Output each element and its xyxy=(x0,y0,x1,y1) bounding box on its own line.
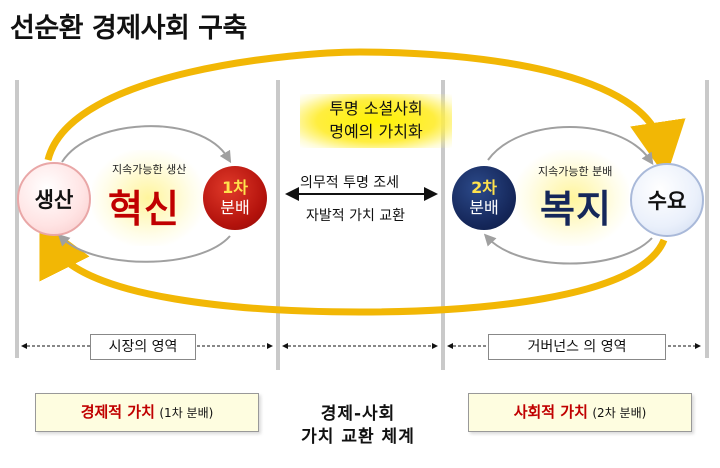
mandatory-tax-label: 의무적 투명 조세 xyxy=(300,175,400,191)
first-distribution-line-2: 분배 xyxy=(220,198,250,217)
second-distribution-line-2: 분배 xyxy=(469,198,499,217)
economic-value-title: 경제적 가치 xyxy=(80,403,155,421)
divider-center-right xyxy=(441,80,445,370)
first-distribution-line-1: 1차 xyxy=(222,178,248,197)
exchange-system-line-2: 가치 교환 체계 xyxy=(301,427,415,447)
divider-left xyxy=(15,80,19,358)
second-distribution-node: 2차 분배 xyxy=(452,166,516,230)
voluntary-exchange-label: 자발적 가치 교환 xyxy=(306,208,406,224)
welfare-label: 복지 xyxy=(540,187,612,231)
social-value-box: 사회적 가치 (2차 분배) xyxy=(468,393,692,432)
page-title: 선순환 경제사회 구축 xyxy=(10,13,247,44)
social-value-note: (2차 분배) xyxy=(592,406,647,420)
second-distribution-line-1: 2차 xyxy=(471,178,497,197)
divider-right xyxy=(705,80,709,358)
innovation-label: 혁신 xyxy=(108,187,180,231)
gray-loop-left-top xyxy=(61,125,232,164)
production-label: 생산 xyxy=(34,188,74,212)
gray-loop-left-bottom xyxy=(57,233,231,263)
sustainable-production-caption: 지속가능한 생산 xyxy=(112,163,187,176)
production-node: 생산 xyxy=(17,162,91,236)
exchange-system-title: 경제-사회 가치 교환 체계 xyxy=(278,403,438,449)
governance-region-suffix: 의 영역 xyxy=(578,339,627,355)
gold-arc-bottom xyxy=(39,218,668,316)
highlight-line-1: 투명 소셜사회 xyxy=(329,99,423,118)
welfare-glow xyxy=(515,150,629,246)
innovation-glow xyxy=(92,150,204,246)
sustainable-distribution-caption: 지속가능한 분배 xyxy=(538,165,613,178)
gold-arc-top xyxy=(44,48,686,178)
governance-region-label: 거버넌스 의 영역 xyxy=(488,334,666,360)
gray-loop-right-bottom xyxy=(483,233,653,265)
market-region-label: 시장의 영역 xyxy=(90,334,196,360)
highlight-line-2: 명예의 가치화 xyxy=(329,122,423,141)
market-region-prefix: 시장 xyxy=(108,339,135,355)
divider-center-left xyxy=(276,80,280,370)
first-distribution-node: 1차 분배 xyxy=(203,166,267,230)
demand-label: 수요 xyxy=(647,189,687,213)
exchange-system-line-1: 경제-사회 xyxy=(320,404,396,424)
highlight-text: 투명 소셜사회 명예의 가치화 xyxy=(300,97,452,143)
economic-value-note: (1차 분배) xyxy=(159,406,214,420)
economic-value-box: 경제적 가치 (1차 분배) xyxy=(35,393,259,432)
gray-loop-right-top xyxy=(487,126,654,165)
highlight-background xyxy=(300,94,452,148)
governance-region-prefix: 거버넌스 xyxy=(527,339,579,355)
market-region-suffix: 의 영역 xyxy=(134,339,178,355)
demand-node: 수요 xyxy=(630,163,704,237)
social-value-title: 사회적 가치 xyxy=(513,403,588,421)
